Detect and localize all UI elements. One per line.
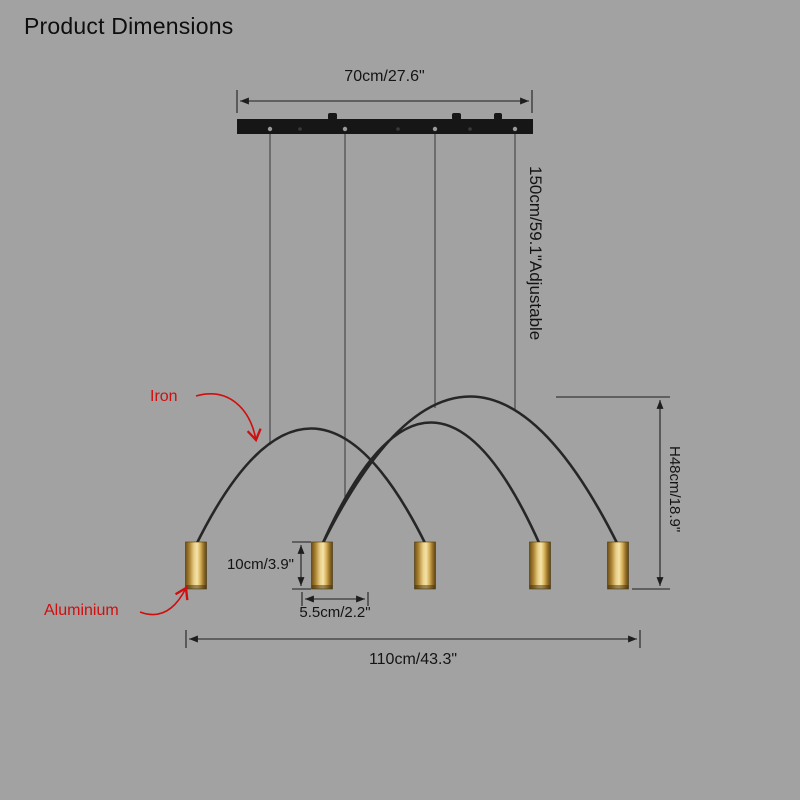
mount-dot bbox=[396, 127, 400, 131]
iron-arcs bbox=[194, 395, 620, 546]
arc-height-label: H48cm/18.9" bbox=[666, 446, 683, 533]
lamp-shade bbox=[414, 541, 436, 590]
dimension-canopy-width bbox=[236, 90, 533, 113]
lamp-shades bbox=[185, 541, 629, 590]
arc-right bbox=[320, 395, 620, 546]
canopy-width-label: 70cm/27.6" bbox=[344, 68, 425, 85]
dimension-overall-width bbox=[185, 630, 641, 648]
ceiling-canopy-bar bbox=[237, 113, 533, 134]
mount-dot bbox=[267, 126, 273, 132]
lamp-shade bbox=[529, 541, 551, 590]
overall-width-label: 110cm/43.3" bbox=[368, 651, 458, 668]
mount-dot bbox=[432, 126, 438, 132]
shade-height-label: 10cm/3.9" bbox=[226, 556, 294, 573]
annotation-arrows bbox=[139, 393, 262, 616]
dimension-shade-width bbox=[301, 592, 369, 606]
aluminium-arrow bbox=[139, 586, 189, 616]
lamp-shade bbox=[311, 541, 333, 590]
lamp-shade bbox=[185, 541, 207, 590]
mount-dot bbox=[512, 126, 518, 132]
aluminium-material-label: Aluminium bbox=[44, 602, 119, 619]
arc-left bbox=[194, 427, 428, 546]
shade-width-label: 5.5cm/2.2" bbox=[299, 604, 371, 621]
cable-length-label: 150cm/59.1"Adjustable bbox=[526, 166, 545, 341]
suspension-wires bbox=[269, 134, 516, 503]
iron-material-label: Iron bbox=[150, 388, 178, 405]
dimension-shade-height bbox=[292, 541, 311, 590]
lamp-shade bbox=[607, 541, 629, 590]
iron-arrow bbox=[195, 393, 262, 443]
dimension-arc-height bbox=[556, 396, 670, 590]
mount-dot bbox=[298, 127, 302, 131]
page-title: Product Dimensions bbox=[24, 13, 234, 39]
arc-middle bbox=[320, 421, 542, 546]
mount-dot bbox=[342, 126, 348, 132]
mount-dot bbox=[468, 127, 472, 131]
